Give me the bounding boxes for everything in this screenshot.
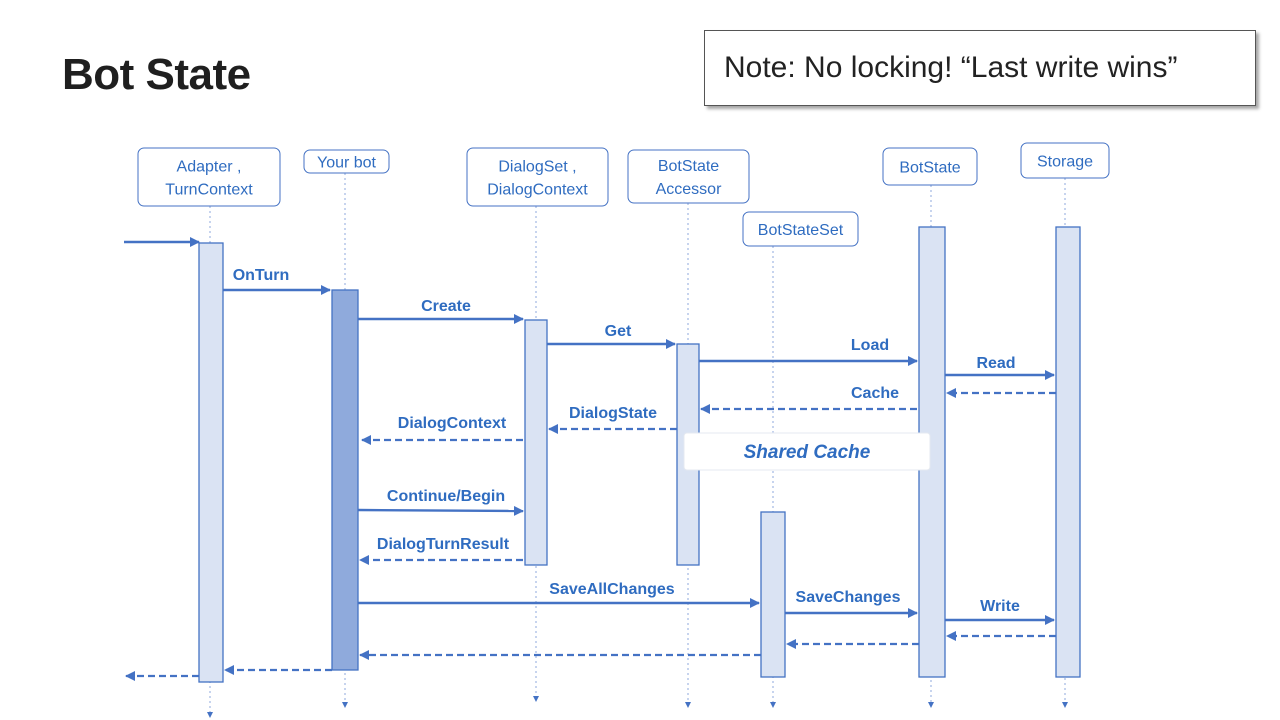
participant-label-adapter: TurnContext xyxy=(165,182,253,199)
lifeline-end-adapter xyxy=(207,712,213,718)
lifeline-end-botstateset xyxy=(770,702,776,708)
message-create: Create xyxy=(358,298,524,324)
participant-dialogset: DialogSet , DialogContext xyxy=(466,147,609,207)
note-box: Note: No locking! “Last write wins” xyxy=(704,30,1256,106)
message-label-dialogcontext: DialogContext xyxy=(398,415,507,432)
activation-botstateset xyxy=(760,511,786,678)
participant-label-accessor: BotState xyxy=(658,158,719,175)
activation-dialogset xyxy=(524,319,548,566)
lifeline-end-storage xyxy=(1062,702,1068,708)
shared-cache-bg xyxy=(683,432,931,471)
shared-cache-label: Shared Cache xyxy=(744,442,871,463)
lifeline-end-accessor xyxy=(685,702,691,708)
message-label-saveallchanges: SaveAllChanges xyxy=(549,581,674,598)
note-text: Note: No locking! “Last write wins” xyxy=(724,51,1178,84)
arrow-continue xyxy=(357,505,524,516)
message-label-cache: Cache xyxy=(851,385,899,402)
message-label-load: Load xyxy=(851,337,889,354)
message-load: Load xyxy=(699,337,918,366)
message-label-dialogturnresult: DialogTurnResult xyxy=(377,536,510,553)
participant-yourbot: Your bot xyxy=(303,149,390,174)
message-cache: Cache xyxy=(700,385,917,414)
shared-cache-box: Shared Cache xyxy=(683,432,931,471)
message-write: Write xyxy=(945,598,1055,625)
participant-box-adapter xyxy=(137,147,281,207)
participant-label-yourbot: Your bot xyxy=(317,155,377,172)
message-label-dialogstate: DialogState xyxy=(569,405,657,422)
message-label-read: Read xyxy=(976,355,1015,372)
message-dialogstate: DialogState xyxy=(548,405,677,434)
message-label-onturn: OnTurn xyxy=(233,267,290,284)
activation-adapter xyxy=(198,242,224,683)
participant-box-botstateset xyxy=(742,211,859,247)
participant-storage: Storage xyxy=(1020,142,1110,179)
participant-box-accessor xyxy=(627,149,750,204)
participant-botstateset: BotStateSet xyxy=(742,211,859,247)
message-read: Read xyxy=(945,355,1055,380)
message-label-create: Create xyxy=(421,298,471,315)
message-saveallchanges: SaveAllChanges xyxy=(358,581,760,608)
activation-storage xyxy=(1055,226,1081,678)
participant-label-accessor: Accessor xyxy=(656,181,722,198)
participant-box-storage xyxy=(1020,142,1110,179)
participant-label-adapter: Adapter , xyxy=(177,159,242,176)
message-label-continue: Continue/Begin xyxy=(387,488,505,505)
lifeline-end-dialogset xyxy=(533,696,539,702)
participant-box-yourbot xyxy=(303,149,390,174)
participant-box-dialogset xyxy=(466,147,609,207)
message-label-savechanges: SaveChanges xyxy=(796,589,901,606)
lifeline-end-botstate xyxy=(928,702,934,708)
message-dialogcontext: DialogContext xyxy=(361,415,523,445)
message-dialogturnresult: DialogTurnResult xyxy=(359,536,523,565)
message-get: Get xyxy=(547,323,676,349)
participant-adapter: Adapter , TurnContext xyxy=(137,147,281,207)
slide-title: Bot State xyxy=(62,50,251,99)
participant-label-botstateset: BotStateSet xyxy=(758,222,844,239)
lifeline-end-yourbot xyxy=(342,702,348,708)
participant-label-botstate: BotState xyxy=(899,160,960,177)
participant-botstate: BotState xyxy=(882,147,978,186)
message-label-get: Get xyxy=(605,323,632,340)
participant-label-dialogset: DialogSet , xyxy=(498,159,576,176)
message-savechanges: SaveChanges xyxy=(785,589,918,618)
message-onturn: OnTurn xyxy=(223,267,331,295)
participant-label-storage: Storage xyxy=(1037,154,1093,171)
participant-box-botstate xyxy=(882,147,978,186)
message-label-write: Write xyxy=(980,598,1020,615)
message-continue: Continue/Begin xyxy=(357,488,524,516)
participant-label-dialogset: DialogContext xyxy=(487,182,588,199)
activation-yourbot xyxy=(331,289,359,671)
